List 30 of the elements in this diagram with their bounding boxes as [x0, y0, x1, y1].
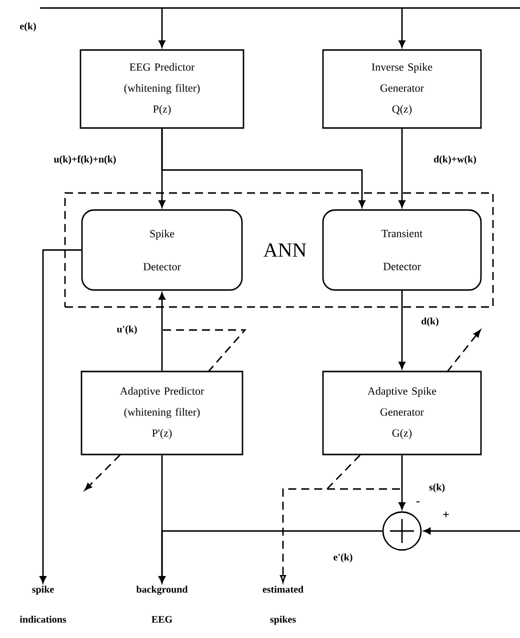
edge-label: s(k) — [429, 483, 445, 493]
arrow — [398, 455, 406, 510]
process-box: Adaptive Spike Generator G(z) — [322, 370, 482, 456]
process-box: EEG Predictor (whitening filter) P(z) — [80, 49, 244, 129]
edge-label: u(k)+f(k)+n(k) — [54, 155, 116, 165]
node-label: + — [443, 512, 449, 518]
arrow — [423, 528, 520, 534]
arrow — [158, 8, 166, 48]
arrow — [158, 530, 382, 584]
edge-label: d(k) — [422, 317, 438, 327]
process-box: Adaptive Predictor (whitening filter) P'(z) — [80, 370, 244, 456]
edge-label: d(k)+w(k) — [434, 155, 476, 165]
detector-box: Transient Detector — [322, 209, 482, 291]
edge-label: e'(k) — [334, 553, 352, 563]
output-label: background EEG — [136, 586, 188, 623]
arrow — [280, 454, 360, 583]
arrow — [398, 128, 406, 208]
output-label: spike indications — [20, 586, 66, 623]
arrow — [158, 292, 166, 371]
arrow — [398, 8, 406, 48]
arrow — [161, 128, 366, 208]
signal-label: e(k) — [20, 22, 36, 32]
edge-label: u'(k) — [116, 325, 137, 335]
process-box: Inverse Spike Generator Q(z) — [322, 49, 482, 129]
arrow — [398, 290, 406, 370]
summing-junction: - + — [382, 501, 449, 551]
detector-box: Spike Detector — [81, 209, 243, 291]
output-label: estimated spikes — [262, 586, 304, 625]
node-label: - — [416, 501, 420, 502]
arrow — [40, 249, 82, 584]
